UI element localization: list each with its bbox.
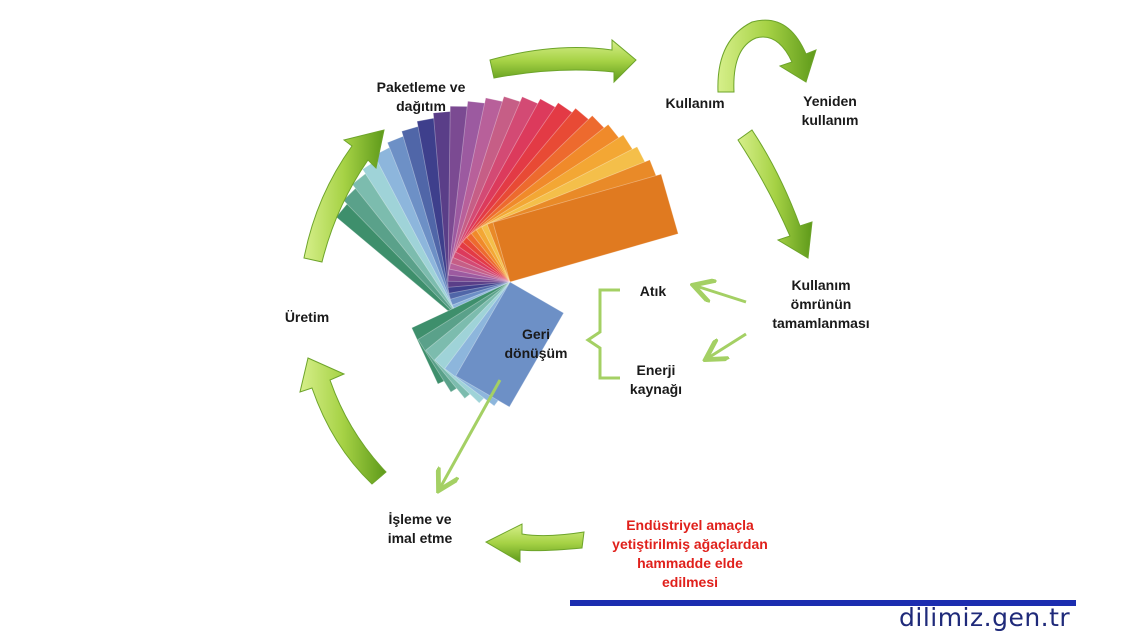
arrow-omur-to-atik <box>696 286 747 304</box>
label-geri: Geri dönüşüm <box>504 326 568 361</box>
brand-text: dilimiz.gen.tr <box>899 603 1071 632</box>
arrow-geri-to-isleme <box>440 379 502 488</box>
arrow-kullanim-to-omur <box>737 129 813 259</box>
arrow-isleme-to-uretim <box>299 357 387 485</box>
arrow-kullanim-to-yeniden <box>717 19 817 93</box>
brace <box>585 288 620 380</box>
label-hammadde: Endüstriyel amaçla yetiştirilmiş ağaçlar… <box>612 517 768 590</box>
arrow-paketleme-to-kullanim <box>489 38 637 84</box>
label-enerji: Enerji kaynağı <box>629 362 683 397</box>
arrow-omur-to-enerji <box>708 332 747 358</box>
label-kullanim: Kullanım <box>665 95 725 111</box>
label-uretim: Üretim <box>284 309 330 325</box>
label-paketleme: Paketleme ve dağıtım <box>376 79 466 114</box>
label-isleme: İşleme ve imal etme <box>387 511 453 546</box>
color-swatch-card <box>455 281 565 408</box>
label-yeniden: Yeniden kullanım <box>801 93 859 128</box>
arrow-hammadde-to-isleme <box>484 523 585 563</box>
color-swatch-fan <box>335 95 679 408</box>
color-swatch-card <box>492 173 679 283</box>
arrow-uretim-to-paketleme <box>303 129 385 263</box>
label-omur: Kullanım ömrünün tamamlanması <box>772 277 870 331</box>
label-atik: Atık <box>639 283 667 299</box>
thin-arrows <box>440 286 747 488</box>
brand-bar <box>570 600 1076 606</box>
